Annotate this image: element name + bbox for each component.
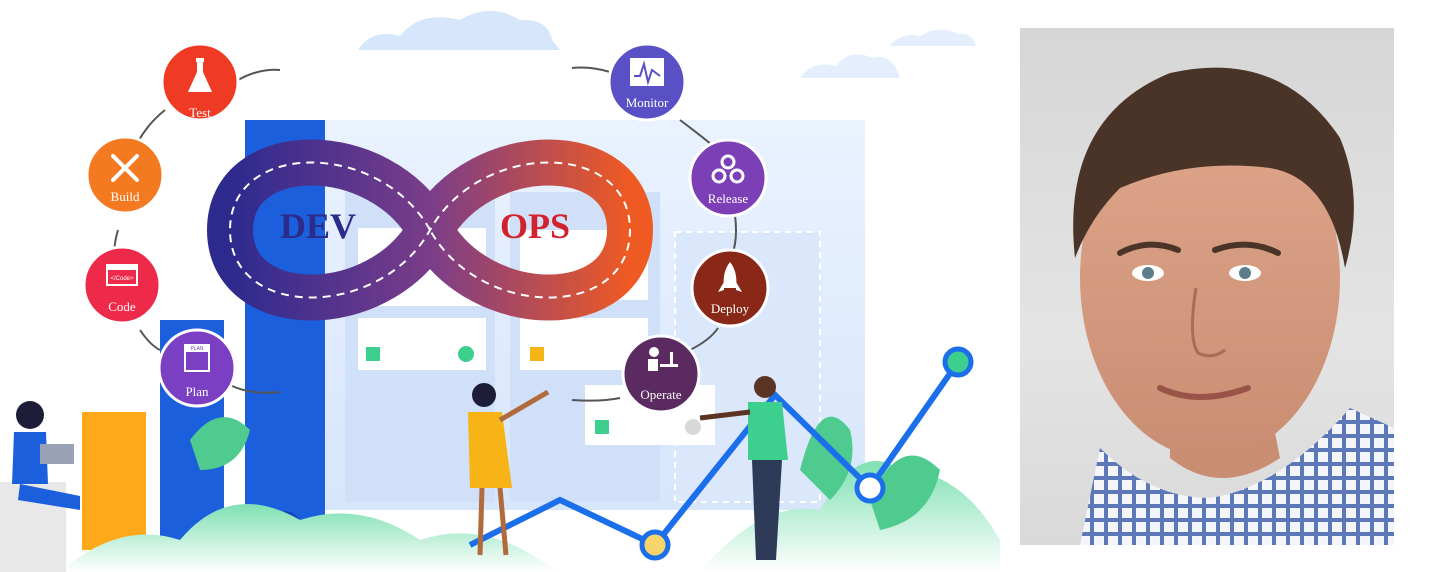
ground-foliage	[60, 504, 560, 572]
flask-icon	[188, 58, 212, 92]
person-woman-pointing	[468, 383, 550, 556]
dev-word: DEV	[280, 206, 356, 246]
stage-test: Test	[160, 42, 240, 122]
rocket-icon	[718, 262, 742, 292]
devops-infinity-logo: DEV OPS	[207, 139, 653, 321]
portrait-shirt	[1080, 408, 1394, 545]
portrait-head	[1073, 67, 1354, 478]
cloud-decoration	[358, 11, 976, 78]
stage-deploy: Deploy	[690, 248, 770, 328]
stage-label-test: Test	[189, 105, 211, 120]
svg-text:PLAN: PLAN	[190, 346, 203, 352]
stage-label-deploy: Deploy	[711, 301, 750, 316]
stage-code: </Code> Code	[82, 245, 162, 325]
stage-operate: Operate	[621, 334, 701, 414]
stage-monitor: Monitor	[607, 42, 687, 122]
growth-line	[468, 346, 974, 561]
leaf-decoration	[800, 416, 853, 500]
code-window-icon: </Code>	[106, 264, 138, 286]
plan-chart-icon: PLAN	[184, 344, 210, 372]
gears-icon	[711, 154, 745, 184]
devops-illustration: DEV OPS Test Build </Code> Code	[0, 11, 1000, 572]
stage-label-build: Build	[111, 189, 140, 204]
orange-bar	[82, 412, 146, 550]
stage-label-monitor: Monitor	[626, 95, 669, 110]
monitor-icon	[630, 58, 664, 86]
svg-text:</Code>: </Code>	[110, 276, 134, 282]
portrait-photo	[1020, 28, 1394, 545]
tools-icon	[111, 154, 139, 182]
stage-plan: PLAN Plan	[157, 328, 237, 408]
person-man-presenting	[699, 376, 788, 560]
person-with-laptop	[0, 401, 80, 572]
operator-desk-icon	[648, 347, 678, 371]
ops-word: OPS	[500, 206, 570, 246]
stage-label-plan: Plan	[185, 384, 209, 399]
stage-label-release: Release	[708, 191, 749, 206]
stage-label-code: Code	[108, 299, 136, 314]
stage-label-operate: Operate	[640, 387, 681, 402]
stage-build: Build	[85, 135, 165, 215]
stage-release: Release	[688, 138, 768, 218]
